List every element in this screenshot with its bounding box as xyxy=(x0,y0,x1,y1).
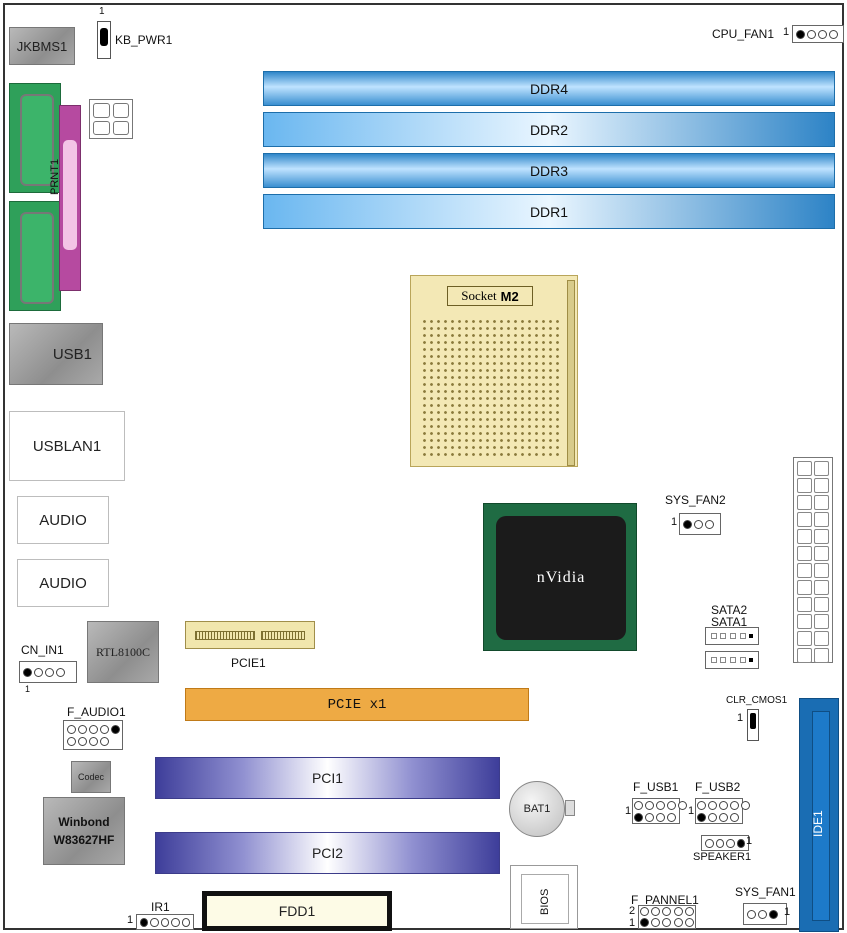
clr-cmos-label: CLR_CMOS1 xyxy=(726,695,788,706)
audio-jack-1: AUDIO xyxy=(17,496,109,544)
ir-label: IR1 xyxy=(151,900,170,914)
ddr3-label: DDR3 xyxy=(529,162,569,179)
winbond-label: Winbond xyxy=(58,815,110,829)
pcie1-label: PCIE1 xyxy=(231,656,266,670)
lan-controller-chip: RTL8100C xyxy=(87,621,159,683)
motherboard-layout: JKBMS1 1 KB_PWR1 PRNT1 USB1 USBLAN1 AUDI… xyxy=(3,3,844,932)
super-io-chip: Winbond W83627HF xyxy=(43,797,125,865)
pcie-x1-label: PCIE x1 xyxy=(327,696,387,713)
cn-in-header xyxy=(19,661,77,683)
bios-chip xyxy=(510,865,578,929)
f-usb2-header xyxy=(695,798,750,824)
kb-pwr-label: KB_PWR1 xyxy=(115,33,173,47)
cn-in-pin-one: 1 xyxy=(25,684,31,694)
f-usb2-label: F_USB2 xyxy=(695,780,741,794)
ddr1-label: DDR1 xyxy=(529,203,569,220)
audio-label-2: AUDIO xyxy=(39,574,87,592)
kb-pwr-jumper xyxy=(97,21,111,59)
clr-cmos-pin-one: 1 xyxy=(737,712,744,724)
ide-label: IDE1 xyxy=(811,810,825,837)
cpu-fan-label: CPU_FAN1 xyxy=(712,27,775,41)
jkbms-label: JKBMS1 xyxy=(16,38,68,54)
pci2-label: PCI2 xyxy=(311,845,344,861)
fdd-connector: FDD1 xyxy=(202,891,392,931)
jkbms-connector: JKBMS1 xyxy=(9,27,75,65)
dimm-slot-ddr3: DDR3 xyxy=(263,153,835,188)
audio-label-1: AUDIO xyxy=(39,511,87,529)
atx-24pin-power xyxy=(793,457,833,663)
socket-lever xyxy=(567,280,575,466)
socket-model: M2 xyxy=(500,288,519,304)
usb1-label: USB1 xyxy=(52,345,92,363)
serial-port-bottom xyxy=(9,201,61,311)
audio-jack-2: AUDIO xyxy=(17,559,109,607)
clr-cmos-jumper xyxy=(747,709,759,741)
ir-header xyxy=(136,914,194,930)
chipset-label: nVidia xyxy=(536,569,586,586)
ddr2-label: DDR2 xyxy=(529,121,569,138)
pcie1-slot xyxy=(185,621,315,649)
dimm-slot-ddr4: DDR4 xyxy=(263,71,835,106)
speaker-pin-one: 1 xyxy=(746,835,753,847)
dimm-slot-ddr1: DDR1 xyxy=(263,194,835,229)
socket-label-box: Socket M2 xyxy=(447,286,533,306)
pci1-slot: PCI1 xyxy=(155,757,500,799)
codec-label: Codec xyxy=(77,772,104,782)
sata1-label: SATA1 xyxy=(711,615,748,629)
fdd-label: FDD1 xyxy=(278,903,316,919)
socket-pin-grid xyxy=(421,318,561,458)
f-panel-pin-one: 1 xyxy=(629,917,636,929)
sata2-label: SATA2 xyxy=(711,603,748,617)
bios-label: BIOS xyxy=(539,888,551,915)
chipset: nVidia xyxy=(483,503,637,651)
ide-connector xyxy=(799,698,839,932)
speaker-header xyxy=(701,835,749,851)
cn-in-label: CN_IN1 xyxy=(21,643,64,657)
usblan-label: USBLAN1 xyxy=(32,437,102,455)
f-panel-label: F_PANNEL1 xyxy=(631,893,699,907)
usb-port-block: USB1 xyxy=(9,323,103,385)
cmos-battery: BAT1 xyxy=(509,781,565,837)
sys-fan2-header xyxy=(679,513,721,535)
sys-fan1-label: SYS_FAN1 xyxy=(735,885,796,899)
cpu-fan-pin-one: 1 xyxy=(783,26,790,38)
sys-fan2-pin-one: 1 xyxy=(671,516,678,528)
printer-port xyxy=(59,105,81,291)
sys-fan2-label: SYS_FAN2 xyxy=(665,493,726,507)
ir-pin-one: 1 xyxy=(127,914,134,926)
prnt-label: PRNT1 xyxy=(49,158,61,195)
codec-chip: Codec xyxy=(71,761,111,793)
chipset-die: nVidia xyxy=(496,516,626,640)
rtl-label: RTL8100C xyxy=(96,644,150,659)
f-audio-header xyxy=(63,720,123,750)
speaker-label: SPEAKER1 xyxy=(693,851,752,863)
kb-pwr-pin-one: 1 xyxy=(99,6,105,17)
f-usb1-header xyxy=(632,798,687,824)
f-usb1-pin-one: 1 xyxy=(625,805,632,817)
f-usb2-pin-one: 1 xyxy=(688,805,695,817)
pci1-label: PCI1 xyxy=(311,770,344,786)
sata2-port xyxy=(705,627,759,645)
sata1-port xyxy=(705,651,759,669)
pci2-slot: PCI2 xyxy=(155,832,500,874)
pcie-x1-slot: PCIE x1 xyxy=(185,688,529,721)
socket-label: Socket xyxy=(461,288,497,303)
usb-lan-port: USBLAN1 xyxy=(9,411,125,481)
atx-4pin-power xyxy=(89,99,133,139)
dimm-slot-ddr2: DDR2 xyxy=(263,112,835,147)
cpu-fan-header xyxy=(792,25,844,43)
serial-port-top xyxy=(9,83,61,193)
winbond-model: W83627HF xyxy=(53,833,115,847)
ddr4-label: DDR4 xyxy=(529,80,569,97)
f-usb1-label: F_USB1 xyxy=(633,780,679,794)
f-panel-pin-two: 2 xyxy=(629,905,636,917)
f-panel-header xyxy=(638,905,696,929)
f-audio-label: F_AUDIO1 xyxy=(67,705,126,719)
sys-fan1-pin-one: 1 xyxy=(784,906,791,918)
sys-fan1-header xyxy=(743,903,787,925)
cpu-socket: Socket M2 xyxy=(410,275,578,467)
battery-clip xyxy=(565,800,575,816)
bat-label: BAT1 xyxy=(523,803,551,815)
